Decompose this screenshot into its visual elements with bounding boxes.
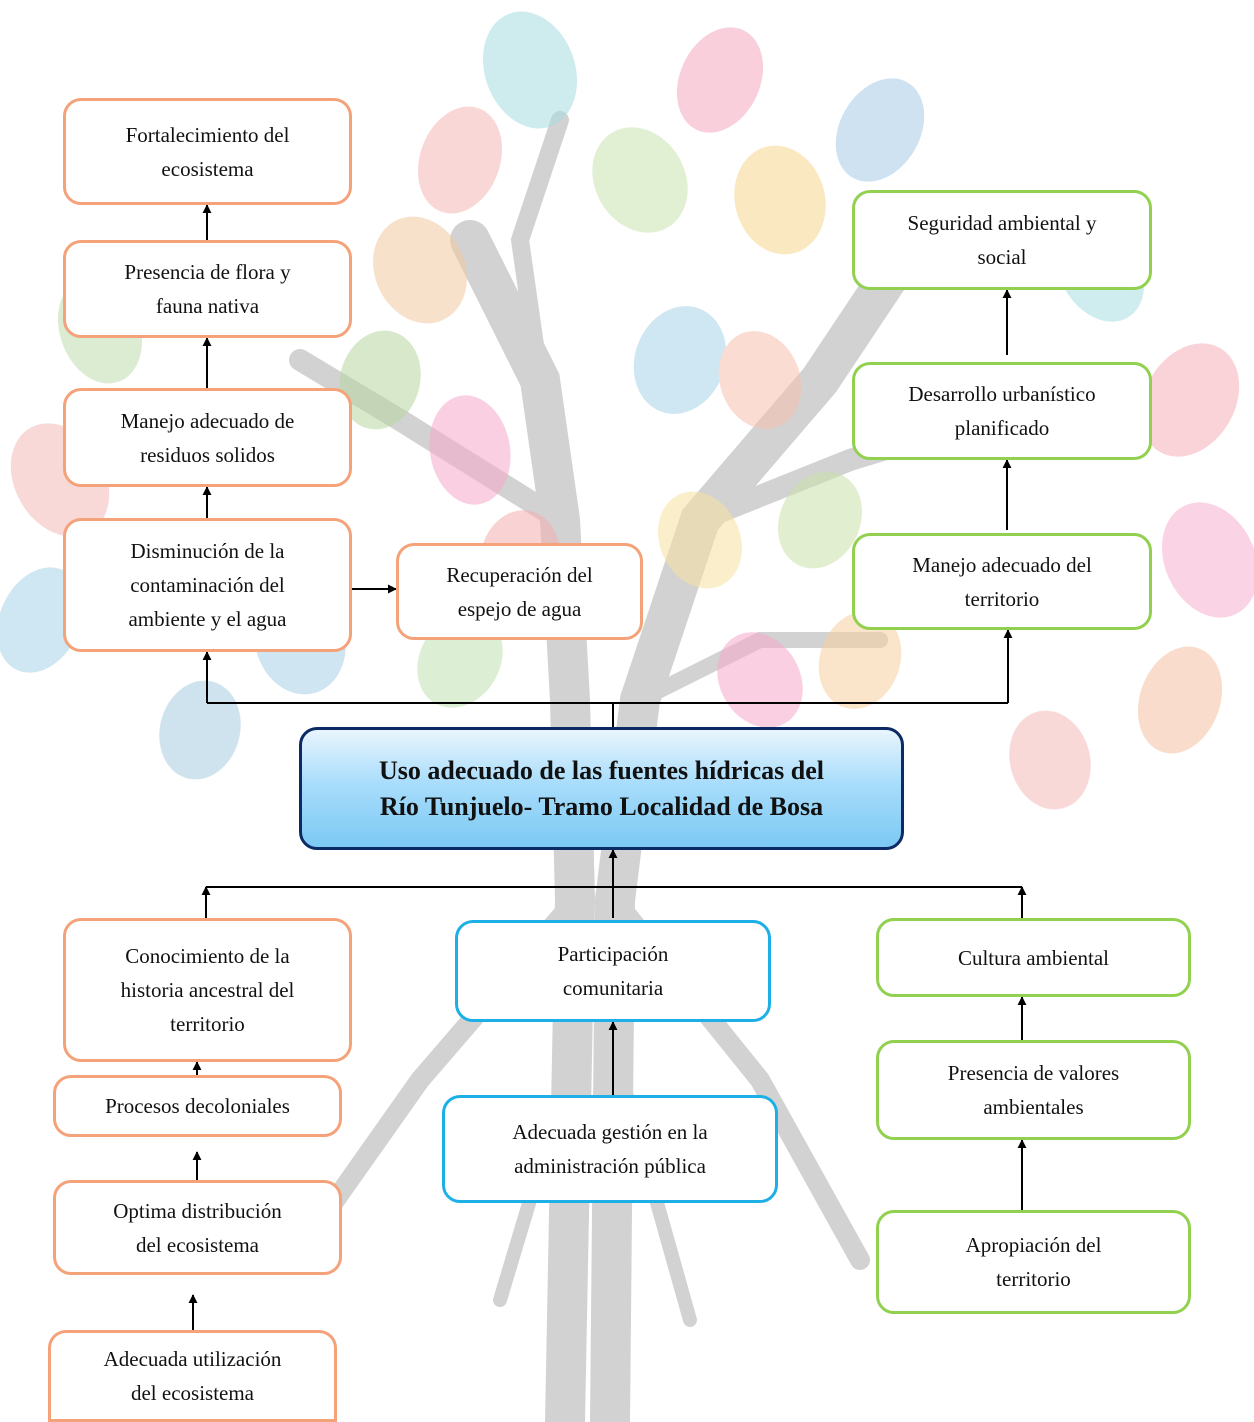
central-objective-box: Uso adecuado de las fuentes hídricas del… [299,727,904,850]
box-text: Seguridad ambiental y [907,211,1097,235]
box-text: comunitaria [562,976,664,1000]
box-text: contaminación del [130,573,285,597]
box-text: Recuperación del [446,562,593,587]
box-text: Adecuada gestión en la [512,1120,708,1144]
box-text: Fortalecimiento del [125,122,290,147]
box-text: residuos solidos [140,442,275,467]
cause-box-participacion: Participación comunitaria [455,920,771,1022]
box-text: Disminución de la [130,539,285,563]
box-text: Cultura ambiental [957,945,1110,970]
box-text: Adecuada utilización [103,1347,282,1371]
effect-box-fortalecimiento: Fortalecimiento del ecosistema [63,98,352,205]
box-text: planificado [954,416,1050,440]
box-text: Procesos decoloniales [105,1094,290,1118]
box-text: espejo de agua [457,596,582,621]
effect-box-manejo-territorio: Manejo adecuado del territorio [852,533,1152,630]
box-text: Manejo adecuado de [120,408,295,433]
box-text: Optima distribución [113,1198,282,1223]
box-text: Apropiación del [965,1233,1102,1257]
cause-box-gestion: Adecuada gestión en la administración púb… [442,1095,778,1203]
box-text: territorio [996,1267,1071,1291]
box-text: ambiente y el agua [128,607,287,631]
box-text: ecosistema [161,156,254,181]
box-text: Presencia de flora y [124,260,291,284]
box-text: territorio [170,1012,245,1036]
effect-box-contaminacion: Disminución de la contaminación del ambien… [63,518,352,652]
box-text: Desarrollo urbanístico [908,382,1096,406]
box-text: del ecosistema [135,1232,260,1257]
center-title-line: Uso adecuado de las fuentes hídricas del [379,755,824,785]
cause-box-valores: Presencia de valores ambientales [876,1040,1191,1140]
box-text: Manejo adecuado del [912,552,1092,577]
effect-box-desarrollo: Desarrollo urbanístico planificado [852,362,1152,460]
box-text: Presencia de valores [947,1061,1120,1085]
effect-box-espejo-agua: Recuperación del espejo de agua [396,543,643,640]
center-title-line: Río Tunjuelo- Tramo Localidad de Bosa [379,791,824,821]
effect-box-residuos: Manejo adecuado de residuos solidos [63,388,352,487]
cause-box-decoloniales: Procesos decoloniales [53,1075,342,1137]
cause-box-utilizacion: Adecuada utilización del ecosistema [48,1330,337,1422]
box-text: historia ancestral del [120,978,295,1002]
cause-box-distribucion: Optima distribución del ecosistema [53,1180,342,1275]
box-text: Conocimiento de la [125,944,290,968]
box-text: Participación [557,942,669,966]
box-text: territorio [964,586,1040,611]
effect-box-seguridad: Seguridad ambiental y social [852,190,1152,290]
box-text: fauna nativa [155,294,260,318]
effect-box-flora-fauna: Presencia de flora y fauna nativa [63,240,352,338]
box-text: ambientales [983,1095,1084,1119]
cause-box-cultura: Cultura ambiental [876,918,1191,997]
box-text: administración pública [514,1154,706,1178]
cause-box-apropiacion: Apropiación del territorio [876,1210,1191,1314]
cause-box-historia: Conocimiento de la historia ancestral del… [63,918,352,1062]
box-text: social [977,245,1027,269]
box-text: del ecosistema [130,1381,255,1405]
